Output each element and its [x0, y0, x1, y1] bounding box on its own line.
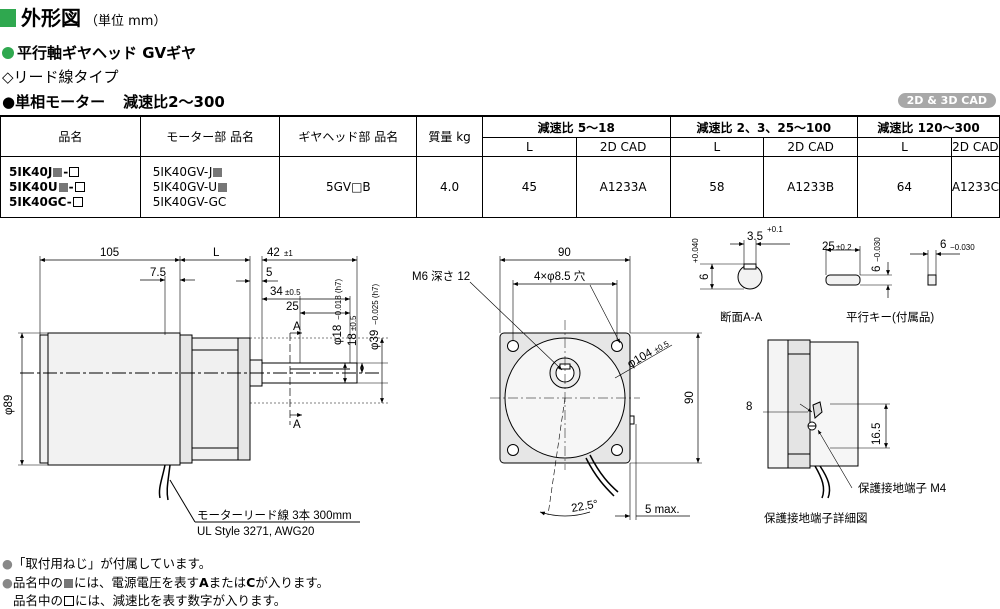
section-mark-bottom: A: [293, 419, 301, 431]
subtitle-lead: ◇リード線タイプ: [2, 68, 119, 86]
dim-34: 34: [270, 286, 283, 298]
dim-8: 8: [746, 401, 752, 413]
th-ratio2: 減速比 2、3、25～100: [669, 115, 859, 138]
th-ratio3: 減速比 120～300: [857, 115, 1000, 138]
dim-5: 5: [266, 267, 272, 279]
dim-3-5-tol: +0.1: [767, 225, 783, 234]
th-gearhead: ギヤヘッド部 品名: [279, 115, 418, 157]
title-text: 外形図: [21, 6, 81, 30]
dim-key-25-tol: ±0.2: [836, 243, 852, 252]
dim-6-sec: 6: [699, 274, 711, 280]
section-label: 断面A-A: [720, 310, 762, 324]
cell-cad3[interactable]: A1233C: [950, 156, 1000, 218]
dim-42-tol: ±1: [284, 249, 293, 258]
th-motor: モーター部 品名: [139, 115, 281, 157]
dim-7-5: 7.5: [150, 267, 166, 279]
dim-90-height: 90: [684, 391, 696, 404]
th-mass: 質量 kg: [416, 115, 483, 157]
dim-angle: 22.5°: [570, 498, 599, 515]
subtitle-gear: 平行軸ギヤヘッド GVギヤ: [2, 42, 196, 63]
dim-105: 105: [100, 247, 119, 259]
cad-badge[interactable]: 2D & 3D CAD: [897, 93, 996, 108]
dim-key-6b: 6: [940, 239, 946, 251]
key-label: 平行キー(付属品): [846, 311, 934, 324]
dim-16-5: 16.5: [871, 423, 883, 445]
dim-key-6a: 6: [871, 266, 883, 272]
cell-L1: 45: [481, 156, 577, 218]
dim-key-6a-tol: −0.030: [873, 237, 882, 262]
title-unit: （単位 mm）: [85, 14, 167, 29]
dim-3-5: 3.5: [747, 231, 763, 243]
th-cad1: 2D CAD: [575, 137, 671, 157]
section-aa: [700, 240, 790, 290]
th-L2: L: [669, 137, 765, 157]
green-dot-icon: [2, 46, 14, 59]
cell-cad1[interactable]: A1233A: [575, 156, 671, 218]
lead-note-1: モーターリード線 3本 300mm: [197, 508, 352, 522]
title-marker: [0, 9, 16, 27]
cell-motors: 5IK40GV-J 5IK40GV-U 5IK40GV-GC: [139, 156, 281, 218]
side-view: [18, 256, 388, 523]
cell-mass: 4.0: [416, 156, 483, 218]
th-L1: L: [481, 137, 577, 157]
dim-42: 42: [267, 247, 280, 259]
dim-34-tol: ±0.5: [285, 288, 301, 297]
section-mark-top: A: [293, 321, 301, 333]
dimension-labels: 105 7.5 L 42 ±1 5 34 ±0.5 25 A A φ89 φ18…: [3, 225, 975, 538]
dim-holes: 4×φ8.5 穴: [534, 269, 586, 283]
dim-phi18-tol: −0.018 (h7): [334, 279, 343, 320]
cell-L2: 58: [669, 156, 765, 218]
th-L3: L: [857, 137, 952, 157]
dim-5max: 5 max.: [645, 504, 680, 516]
dim-phi39: φ39: [369, 330, 381, 350]
cell-L3: 64: [857, 156, 952, 218]
note-1: ●「取付用ねじ」が付属しています。: [2, 556, 212, 571]
dim-key-6b-tol: −0.030: [950, 243, 975, 252]
note-3: 品名中のには、減速比を表す数字が入ります。: [13, 593, 287, 608]
dim-phi18: φ18: [332, 325, 344, 345]
note-2: ●品名中のには、電源電圧を表すAまたはCが入ります。: [2, 575, 330, 590]
th-cad3: 2D CAD: [950, 137, 1000, 157]
page-title: 外形図 （単位 mm）: [0, 2, 166, 31]
dim-25: 25: [286, 301, 299, 313]
cell-products: 5IK40J- 5IK40U- 5IK40GC-: [0, 156, 141, 218]
dim-m6: M6 深さ 12: [412, 269, 470, 283]
th-product: 品名: [0, 115, 141, 157]
dim-phi89: φ89: [3, 395, 15, 415]
parallel-key: [825, 246, 960, 298]
dim-90-width: 90: [558, 247, 571, 259]
earth-terminal-detail: [763, 339, 890, 499]
dim-18-tol: ±0.5: [349, 315, 358, 331]
dim-phi39-tol: −0.025 (h7): [371, 284, 380, 325]
dim-L: L: [213, 247, 220, 259]
dim-18: 18: [347, 333, 359, 346]
earth-detail-label: 保護接地端子詳細図: [764, 511, 868, 525]
spec-table: 品名 モーター部 品名 ギヤヘッド部 品名 質量 kg 減速比 5～18 減速比…: [0, 115, 1000, 218]
subtitle-motor: ●単相モーター減速比2～300: [2, 93, 225, 111]
cell-cad2[interactable]: A1233B: [763, 156, 859, 218]
dim-key-25: 25: [822, 241, 835, 253]
earth-terminal-label: 保護接地端子 M4: [858, 481, 947, 495]
th-ratio1: 減速比 5～18: [481, 115, 671, 138]
cell-gearhead: 5GV□B: [279, 156, 418, 218]
dim-phi104-tol: ±0.5: [653, 339, 671, 355]
lead-note-2: UL Style 3271, AWG20: [197, 526, 314, 538]
front-view: [469, 256, 702, 520]
dim-6-sec-tol: +0.040: [691, 238, 700, 263]
